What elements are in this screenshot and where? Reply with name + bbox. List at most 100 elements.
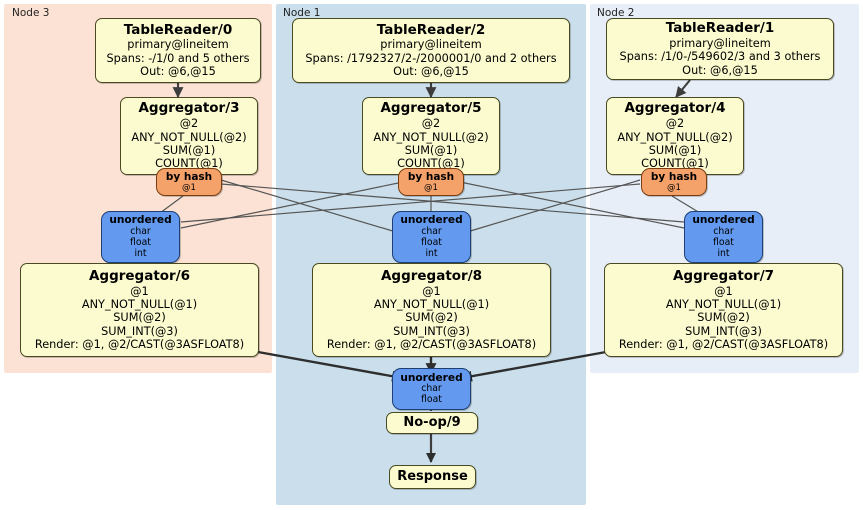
node-aggregator-8[interactable]: Aggregator/8 @1 ANY_NOT_NULL(@1) SUM(@2)…: [312, 263, 551, 357]
node-aggregator-5[interactable]: Aggregator/5 @2 ANY_NOT_NULL(@2) SUM(@1)…: [362, 97, 500, 175]
node-table-reader-0[interactable]: TableReader/0 primary@lineitem Spans: -/…: [95, 18, 261, 83]
node-line: Spans: /1792327/2-/2000001/0 and 2 other…: [305, 51, 557, 65]
node-line: @1: [714, 284, 733, 298]
sync-type: float: [421, 394, 442, 406]
node-by-hash-center[interactable]: by hash @1: [398, 168, 464, 196]
node-line: ANY_NOT_NULL(@2): [131, 130, 247, 144]
node-line: SUM_INT(@3): [393, 324, 470, 338]
sync-type: float: [130, 236, 151, 248]
node-line: @2: [665, 117, 685, 131]
node-title: Aggregator/4: [624, 100, 726, 117]
node-title: Aggregator/8: [380, 267, 483, 284]
node-noop-9[interactable]: No-op/9: [386, 412, 478, 434]
node-line: Spans: /1/0-/549602/3 and 3 others: [619, 50, 821, 64]
node-unordered-final[interactable]: unordered char float: [392, 368, 471, 410]
sync-type: char: [421, 383, 442, 395]
panel-node3-label: Node 3: [12, 7, 50, 19]
sync-title: unordered: [109, 214, 172, 227]
node-line: SUM(@1): [648, 143, 702, 157]
node-title: Response: [397, 469, 468, 485]
sync-title: unordered: [400, 371, 463, 384]
edge-tr1-agg4: [675, 79, 691, 98]
node-title: Aggregator/6: [88, 267, 191, 284]
sync-type: char: [421, 225, 442, 237]
sync-type: int: [134, 247, 147, 259]
node-title: Aggregator/7: [672, 267, 775, 284]
node-line: Render: @1, @2/CAST(@3ASFLOAT8): [326, 337, 537, 351]
sync-type: char: [713, 225, 734, 237]
router-col: @1: [667, 183, 681, 194]
node-line: Out: @6,@15: [682, 63, 758, 77]
node-title: No-op/9: [403, 415, 461, 431]
edge-hashL-unordR: [220, 183, 685, 223]
node-line: SUM(@1): [162, 143, 216, 157]
node-response[interactable]: Response: [389, 465, 476, 489]
edge-agg6-final: [257, 350, 404, 382]
node-title: TableReader/0: [123, 21, 233, 38]
sync-type: float: [421, 236, 442, 248]
node-by-hash-right[interactable]: by hash @1: [641, 168, 707, 196]
node-line: ANY_NOT_NULL(@1): [665, 297, 782, 311]
node-line: Out: @6,@15: [140, 65, 216, 79]
node-line: SUM(@2): [405, 311, 458, 325]
node-line: Out: @6,@15: [393, 65, 469, 79]
node-line: Render: @1, @2/CAST(@3ASFLOAT8): [618, 337, 829, 351]
node-line: SUM_INT(@3): [101, 324, 178, 338]
node-unordered-right[interactable]: unordered char float int: [684, 211, 763, 263]
edge-agg7-final: [460, 350, 607, 382]
node-table-reader-2[interactable]: TableReader/2 primary@lineitem Spans: /1…: [292, 18, 570, 83]
sync-type: char: [130, 225, 151, 237]
node-unordered-center[interactable]: unordered char float int: [392, 211, 471, 263]
sync-title: unordered: [692, 214, 755, 227]
router-title: by hash: [165, 170, 213, 183]
edge-hashL-unordC: [220, 179, 397, 233]
node-title: TableReader/1: [665, 20, 775, 37]
node-table-reader-1[interactable]: TableReader/1 primary@lineitem Spans: /1…: [606, 18, 834, 80]
node-line: @2: [421, 117, 441, 131]
edge-hashR-unordC: [466, 179, 641, 233]
node-line: Spans: -/1/0 and 5 others: [106, 51, 250, 65]
node-by-hash-left[interactable]: by hash @1: [156, 168, 222, 196]
node-aggregator-4[interactable]: Aggregator/4 @2 ANY_NOT_NULL(@2) SUM(@1)…: [606, 97, 744, 175]
node-line: Render: @1, @2/CAST(@3ASFLOAT8): [34, 337, 245, 351]
node-line: ANY_NOT_NULL(@1): [81, 297, 198, 311]
edge-hashR-unordR: [671, 195, 701, 214]
node-line: primary@lineitem: [380, 38, 482, 52]
router-col: @1: [424, 183, 438, 194]
node-line: SUM(@2): [113, 311, 166, 325]
node-aggregator-6[interactable]: Aggregator/6 @1 ANY_NOT_NULL(@1) SUM(@2)…: [20, 263, 259, 357]
router-title: by hash: [650, 170, 698, 183]
node-line: COUNT(@1): [155, 157, 223, 171]
node-aggregator-7[interactable]: Aggregator/7 @1 ANY_NOT_NULL(@1) SUM(@2)…: [604, 263, 843, 357]
node-line: primary@lineitem: [127, 38, 229, 52]
node-title: Aggregator/5: [380, 100, 482, 117]
edge-hashR-unordL: [180, 183, 641, 223]
node-unordered-left[interactable]: unordered char float int: [101, 211, 180, 263]
node-line: @2: [179, 117, 199, 131]
node-line: @1: [422, 284, 441, 298]
node-title: TableReader/2: [376, 21, 486, 38]
node-line: ANY_NOT_NULL(@2): [373, 130, 489, 144]
node-aggregator-3[interactable]: Aggregator/3 @2 ANY_NOT_NULL(@2) SUM(@1)…: [120, 97, 258, 175]
node-line: SUM(@1): [404, 143, 458, 157]
router-col: @1: [182, 183, 196, 194]
sync-type: float: [713, 236, 734, 248]
node-line: @1: [130, 284, 149, 298]
sync-type: int: [717, 247, 730, 259]
router-title: by hash: [407, 170, 455, 183]
sync-type: int: [425, 247, 438, 259]
node-title: Aggregator/3: [138, 100, 240, 117]
node-line: ANY_NOT_NULL(@1): [373, 297, 490, 311]
panel-node2-label: Node 2: [597, 7, 635, 19]
panel-node1-label: Node 1: [283, 7, 321, 19]
node-line: SUM_INT(@3): [685, 324, 762, 338]
node-line: primary@lineitem: [669, 36, 771, 50]
edge-hashC-unordL: [180, 181, 404, 229]
edge-hashL-unordL: [159, 195, 184, 214]
node-line: COUNT(@1): [641, 157, 709, 171]
sync-title: unordered: [400, 214, 463, 227]
node-line: ANY_NOT_NULL(@2): [617, 130, 733, 144]
node-line: COUNT(@1): [397, 157, 465, 171]
